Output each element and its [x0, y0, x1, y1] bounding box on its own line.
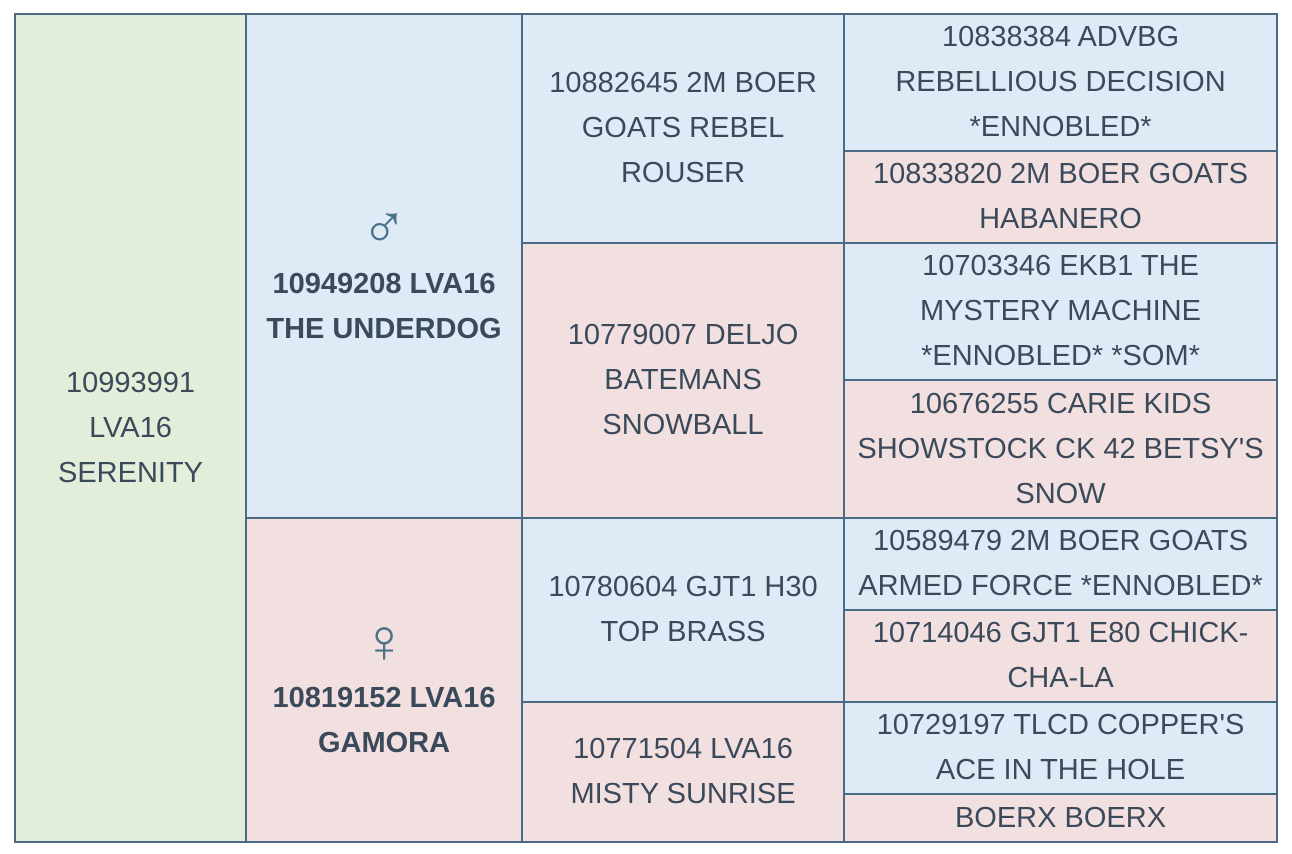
sire-cell: ♂ 10949208 LVA16 THE UNDERDOG [245, 13, 523, 519]
dam-name: 10819152 LVA16 GAMORA [272, 682, 496, 759]
great-grandparent-6-name: 10714046 GJT1 E80 CHICK-CHA-LA [872, 617, 1249, 694]
male-symbol-icon: ♂ [360, 193, 408, 262]
great-grandparent-1-name: 10838384 ADVBG REBELLIOUS DECISION *ENNO… [895, 21, 1226, 143]
subject-name: 10993991 LVA16 SERENITY [57, 366, 204, 489]
paternal-grandsire-cell: 10882645 2M BOER GOATS REBEL ROUSER [521, 13, 845, 244]
dam-cell: ♀ 10819152 LVA16 GAMORA [245, 517, 523, 843]
pedigree-table: 10993991 LVA16 SERENITY ♂ 10949208 LVA16… [14, 13, 1278, 843]
maternal-granddam-cell: 10771504 LVA16 MISTY SUNRISE [521, 701, 845, 843]
great-grandparent-2-name: 10833820 2M BOER GOATS HABANERO [872, 158, 1249, 235]
female-symbol-icon: ♀ [360, 607, 408, 676]
great-grandparent-1-cell: 10838384 ADVBG REBELLIOUS DECISION *ENNO… [843, 13, 1278, 152]
great-grandparent-3-cell: 10703346 EKB1 THE MYSTERY MACHINE *ENNOB… [843, 242, 1278, 381]
maternal-grandsire-cell: 10780604 GJT1 H30 TOP BRASS [521, 517, 845, 703]
paternal-granddam-name: 10779007 DELJO BATEMANS SNOWBALL [567, 319, 799, 441]
great-grandparent-8-cell: BOERX BOERX [843, 793, 1278, 843]
subject-cell: 10993991 LVA16 SERENITY [14, 13, 247, 843]
maternal-granddam-name: 10771504 LVA16 MISTY SUNRISE [570, 733, 796, 810]
great-grandparent-7-name: 10729197 TLCD COPPER'S ACE IN THE HOLE [876, 709, 1245, 786]
paternal-grandsire-name: 10882645 2M BOER GOATS REBEL ROUSER [549, 67, 817, 189]
great-grandparent-6-cell: 10714046 GJT1 E80 CHICK-CHA-LA [843, 609, 1278, 703]
sire-name: 10949208 LVA16 THE UNDERDOG [266, 268, 502, 345]
great-grandparent-3-name: 10703346 EKB1 THE MYSTERY MACHINE *ENNOB… [920, 250, 1201, 372]
great-grandparent-2-cell: 10833820 2M BOER GOATS HABANERO [843, 150, 1278, 244]
great-grandparent-4-cell: 10676255 CARIE KIDS SHOWSTOCK CK 42 BETS… [843, 379, 1278, 519]
great-grandparent-5-cell: 10589479 2M BOER GOATS ARMED FORCE *ENNO… [843, 517, 1278, 611]
great-grandparent-7-cell: 10729197 TLCD COPPER'S ACE IN THE HOLE [843, 701, 1278, 795]
great-grandparent-4-name: 10676255 CARIE KIDS SHOWSTOCK CK 42 BETS… [857, 387, 1264, 510]
great-grandparent-8-name: BOERX BOERX [954, 801, 1167, 834]
maternal-grandsire-name: 10780604 GJT1 H30 TOP BRASS [548, 571, 818, 648]
great-grandparent-5-name: 10589479 2M BOER GOATS ARMED FORCE *ENNO… [858, 525, 1263, 602]
paternal-granddam-cell: 10779007 DELJO BATEMANS SNOWBALL [521, 242, 845, 519]
